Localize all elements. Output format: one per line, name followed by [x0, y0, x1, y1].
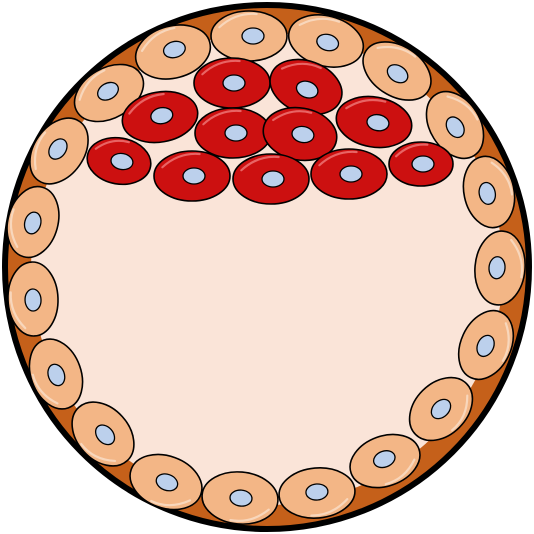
nucleus — [372, 450, 396, 469]
inner-cell-mass — [86, 57, 454, 205]
nucleus — [162, 40, 186, 59]
nucleus — [150, 106, 174, 125]
trophoblast-cell — [408, 376, 474, 442]
nucleus — [155, 473, 179, 492]
nucleus — [48, 138, 68, 160]
nucleus — [366, 113, 390, 132]
trophoblast-cell — [349, 433, 421, 489]
trophoblast-cell — [7, 261, 59, 337]
nucleus — [97, 81, 119, 101]
trophoblast-cell — [425, 90, 485, 160]
nucleus — [430, 398, 452, 420]
trophoblast-cell — [129, 453, 203, 511]
inner-cell — [86, 136, 152, 186]
inner-cell-highlight — [202, 109, 242, 126]
nucleus — [386, 64, 409, 84]
trophoblast-cell — [134, 24, 212, 80]
nucleus — [305, 483, 329, 501]
trophoblast-cell-highlight — [501, 322, 510, 362]
inner-cell-highlight — [394, 143, 429, 158]
nucleus — [110, 152, 134, 171]
trophoblast-cell-highlight — [9, 291, 27, 330]
trophoblast-layer — [6, 10, 526, 525]
trophoblast-cell-highlight — [310, 498, 349, 517]
inner-cell-highlight — [272, 110, 313, 122]
trophoblast-cell-highlight — [31, 373, 59, 405]
trophoblast-cell — [201, 471, 279, 525]
trophoblast-cell — [278, 467, 356, 519]
trophoblast-cell-highlight — [376, 45, 417, 58]
nucleus — [224, 124, 248, 142]
trophoblast-cell — [210, 10, 288, 62]
trophoblast-cell-highlight — [510, 238, 524, 279]
inner-cell — [193, 57, 271, 109]
inner-cell-highlight — [280, 62, 322, 70]
nucleus — [316, 33, 340, 52]
nucleus — [488, 256, 506, 280]
nucleus — [445, 116, 465, 139]
trophoblast-cell — [6, 185, 60, 259]
inner-cell-highlight — [161, 152, 201, 169]
nucleus — [411, 155, 435, 173]
trophoblast-cell-highlight — [150, 499, 192, 507]
inner-cell-highlight — [318, 150, 358, 167]
trophoblast-cell — [29, 117, 89, 185]
nucleus — [182, 167, 206, 185]
trophoblast-cell-highlight — [490, 161, 514, 196]
trophoblast-cell-highlight — [218, 12, 258, 29]
trophoblast-cell — [287, 14, 365, 68]
nucleus — [291, 125, 315, 144]
trophoblast-cell-highlight — [78, 69, 106, 101]
inner-cell-highlight — [240, 155, 280, 172]
inner-cell — [269, 58, 343, 116]
nucleus — [229, 489, 253, 507]
trophoblast-cell-highlight — [80, 442, 117, 463]
inner-cell — [388, 141, 454, 187]
inner-cell — [121, 90, 199, 144]
trophoblast-cell-highlight — [446, 95, 479, 121]
trophoblast-cell — [462, 155, 516, 229]
inner-cell-highlight — [201, 59, 241, 76]
inner-cell — [310, 148, 388, 200]
inner-cell-highlight — [345, 98, 387, 110]
inner-cell — [232, 153, 310, 205]
nucleus — [261, 170, 285, 188]
inner-cell-highlight — [128, 92, 165, 115]
trophoblast-cell-highlight — [384, 458, 416, 486]
inner-cell — [335, 95, 413, 149]
trophoblast-cell-highlight — [450, 394, 469, 432]
nucleus — [47, 363, 66, 387]
trophoblast-cell-highlight — [140, 26, 176, 52]
trophoblast-cell — [362, 41, 432, 101]
trophoblast-cell — [474, 230, 526, 306]
nucleus — [339, 165, 363, 183]
inner-cell-highlight — [94, 139, 130, 150]
trophoblast-cell-highlight — [9, 208, 19, 248]
nucleus — [241, 27, 265, 45]
blastocoel-cavity — [31, 33, 503, 505]
trophoblast-cell — [73, 63, 145, 123]
trophoblast-cell — [28, 338, 84, 410]
nucleus — [24, 288, 42, 312]
inner-cell — [194, 107, 272, 159]
trophoblast-cell-highlight — [229, 508, 270, 522]
trophoblast-cell — [457, 309, 515, 381]
trophoblast-cell-highlight — [33, 131, 47, 171]
nucleus — [478, 181, 497, 205]
nucleus — [23, 211, 42, 235]
trophoblast-cell-highlight — [298, 17, 341, 26]
nucleus — [94, 424, 116, 446]
trophoblast-cell — [71, 401, 135, 467]
nucleus — [295, 80, 319, 99]
inner-cell — [153, 150, 231, 202]
nucleus — [222, 74, 246, 92]
nucleus — [476, 334, 495, 358]
